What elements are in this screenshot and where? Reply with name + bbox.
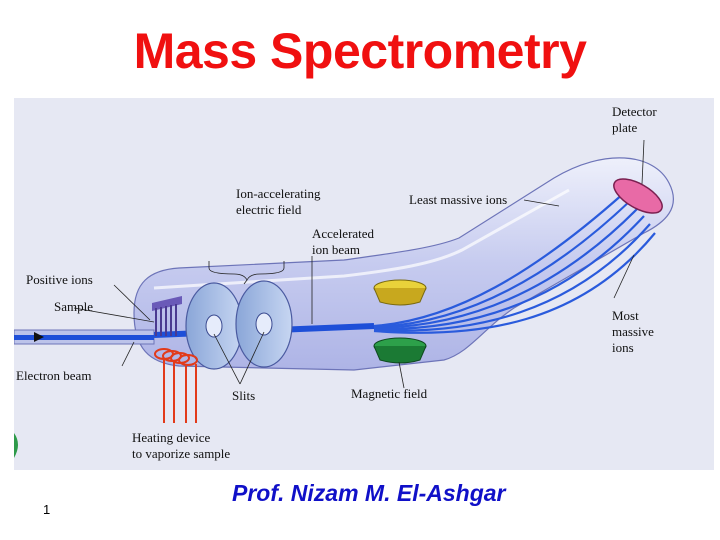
label-heating-1: Heating device	[132, 430, 211, 445]
slit-hole-2	[255, 312, 273, 336]
author-name: Prof. Nizam M. El-Ashgar	[232, 480, 506, 506]
leader-lines	[73, 139, 645, 389]
magnet-top	[373, 279, 427, 306]
detector-plate	[613, 178, 663, 214]
electron-beam-arrow	[34, 332, 44, 342]
electron-beam-ray	[14, 335, 154, 340]
label-most-3: ions	[612, 340, 634, 355]
label-positive-ions: Positive ions	[26, 272, 93, 287]
label-ion-accel-2: electric field	[236, 202, 302, 217]
slit-hole-1	[205, 314, 223, 338]
tube-highlight	[153, 188, 570, 290]
label-most-2: massive	[612, 324, 654, 339]
label-sample: Sample	[54, 299, 93, 314]
label-most-1: Most	[612, 308, 639, 323]
mass-spectrometer-diagram: Detector plate Least massive ions Ion-ac…	[14, 98, 714, 470]
heating-coil	[154, 348, 198, 423]
slide-number: 1	[43, 502, 51, 517]
label-heating-2: to vaporize sample	[132, 446, 230, 461]
label-electron-beam: Electron beam	[16, 368, 91, 383]
slide-title: Mass Spectrometry	[133, 23, 587, 79]
label-least-massive: Least massive ions	[409, 192, 507, 207]
deflected-ion-paths	[373, 192, 656, 334]
label-detector-2: plate	[612, 120, 637, 135]
magnet-bottom	[373, 337, 427, 364]
label-accel-beam-1: Accelerated	[312, 226, 375, 241]
label-accel-beam-2: ion beam	[312, 242, 360, 257]
electron-gun	[152, 296, 182, 336]
label-ion-accel-1: Ion-accelerating	[236, 186, 321, 201]
label-detector-1: Detector	[612, 104, 657, 119]
label-slits: Slits	[232, 388, 255, 403]
label-magnetic-field: Magnetic field	[351, 386, 428, 401]
green-edge-decoration	[14, 433, 18, 458]
